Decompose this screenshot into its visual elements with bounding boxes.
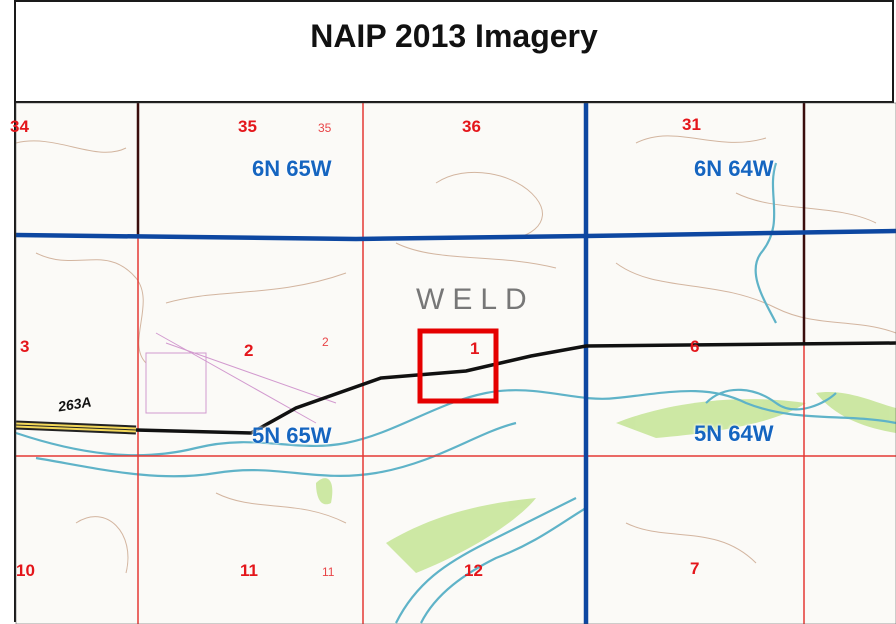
section-label-10: 10 bbox=[16, 561, 35, 580]
township-label-nw: 6N 65W bbox=[252, 156, 332, 181]
airfield bbox=[145, 332, 337, 424]
section-label-34: 34 bbox=[10, 117, 29, 136]
section-label-11: 11 bbox=[240, 561, 258, 580]
map-canvas bbox=[15, 102, 896, 624]
section-label-36: 36 bbox=[462, 117, 481, 136]
vegetation bbox=[316, 391, 896, 573]
highlight-box bbox=[417, 328, 499, 404]
section-label-35: 35 bbox=[238, 117, 257, 136]
map-title: NAIP 2013 Imagery bbox=[310, 18, 598, 54]
section-label-31: 31 bbox=[682, 115, 701, 134]
title-bar: NAIP 2013 Imagery bbox=[16, 2, 892, 103]
map-view[interactable]: 34 35 35 36 31 3 2 2 1 6 10 11 11 12 7 6… bbox=[10, 102, 896, 624]
contour-lines bbox=[15, 135, 896, 574]
section-label-11-topo: 11 bbox=[322, 565, 335, 579]
county-label: WELD bbox=[416, 283, 535, 316]
section-label-3: 3 bbox=[20, 337, 30, 356]
section-label-2: 2 bbox=[244, 341, 254, 360]
dark-section-lines bbox=[136, 103, 806, 343]
map-frame: NAIP 2013 Imagery bbox=[10, 0, 896, 624]
river bbox=[15, 162, 896, 624]
township-label-se: 5N 64W bbox=[694, 421, 774, 446]
section-label-7: 7 bbox=[690, 559, 700, 578]
section-label-6: 6 bbox=[690, 337, 700, 356]
section-label-35-topo: 35 bbox=[318, 121, 332, 135]
section-label-12: 12 bbox=[464, 561, 483, 580]
township-label-ne: 6N 64W bbox=[694, 156, 774, 181]
roads bbox=[15, 341, 896, 435]
township-label-sw: 5N 65W bbox=[252, 423, 332, 448]
section-label-2-topo: 2 bbox=[322, 335, 329, 349]
section-label-1: 1 bbox=[470, 339, 480, 358]
township-lines bbox=[15, 103, 896, 624]
